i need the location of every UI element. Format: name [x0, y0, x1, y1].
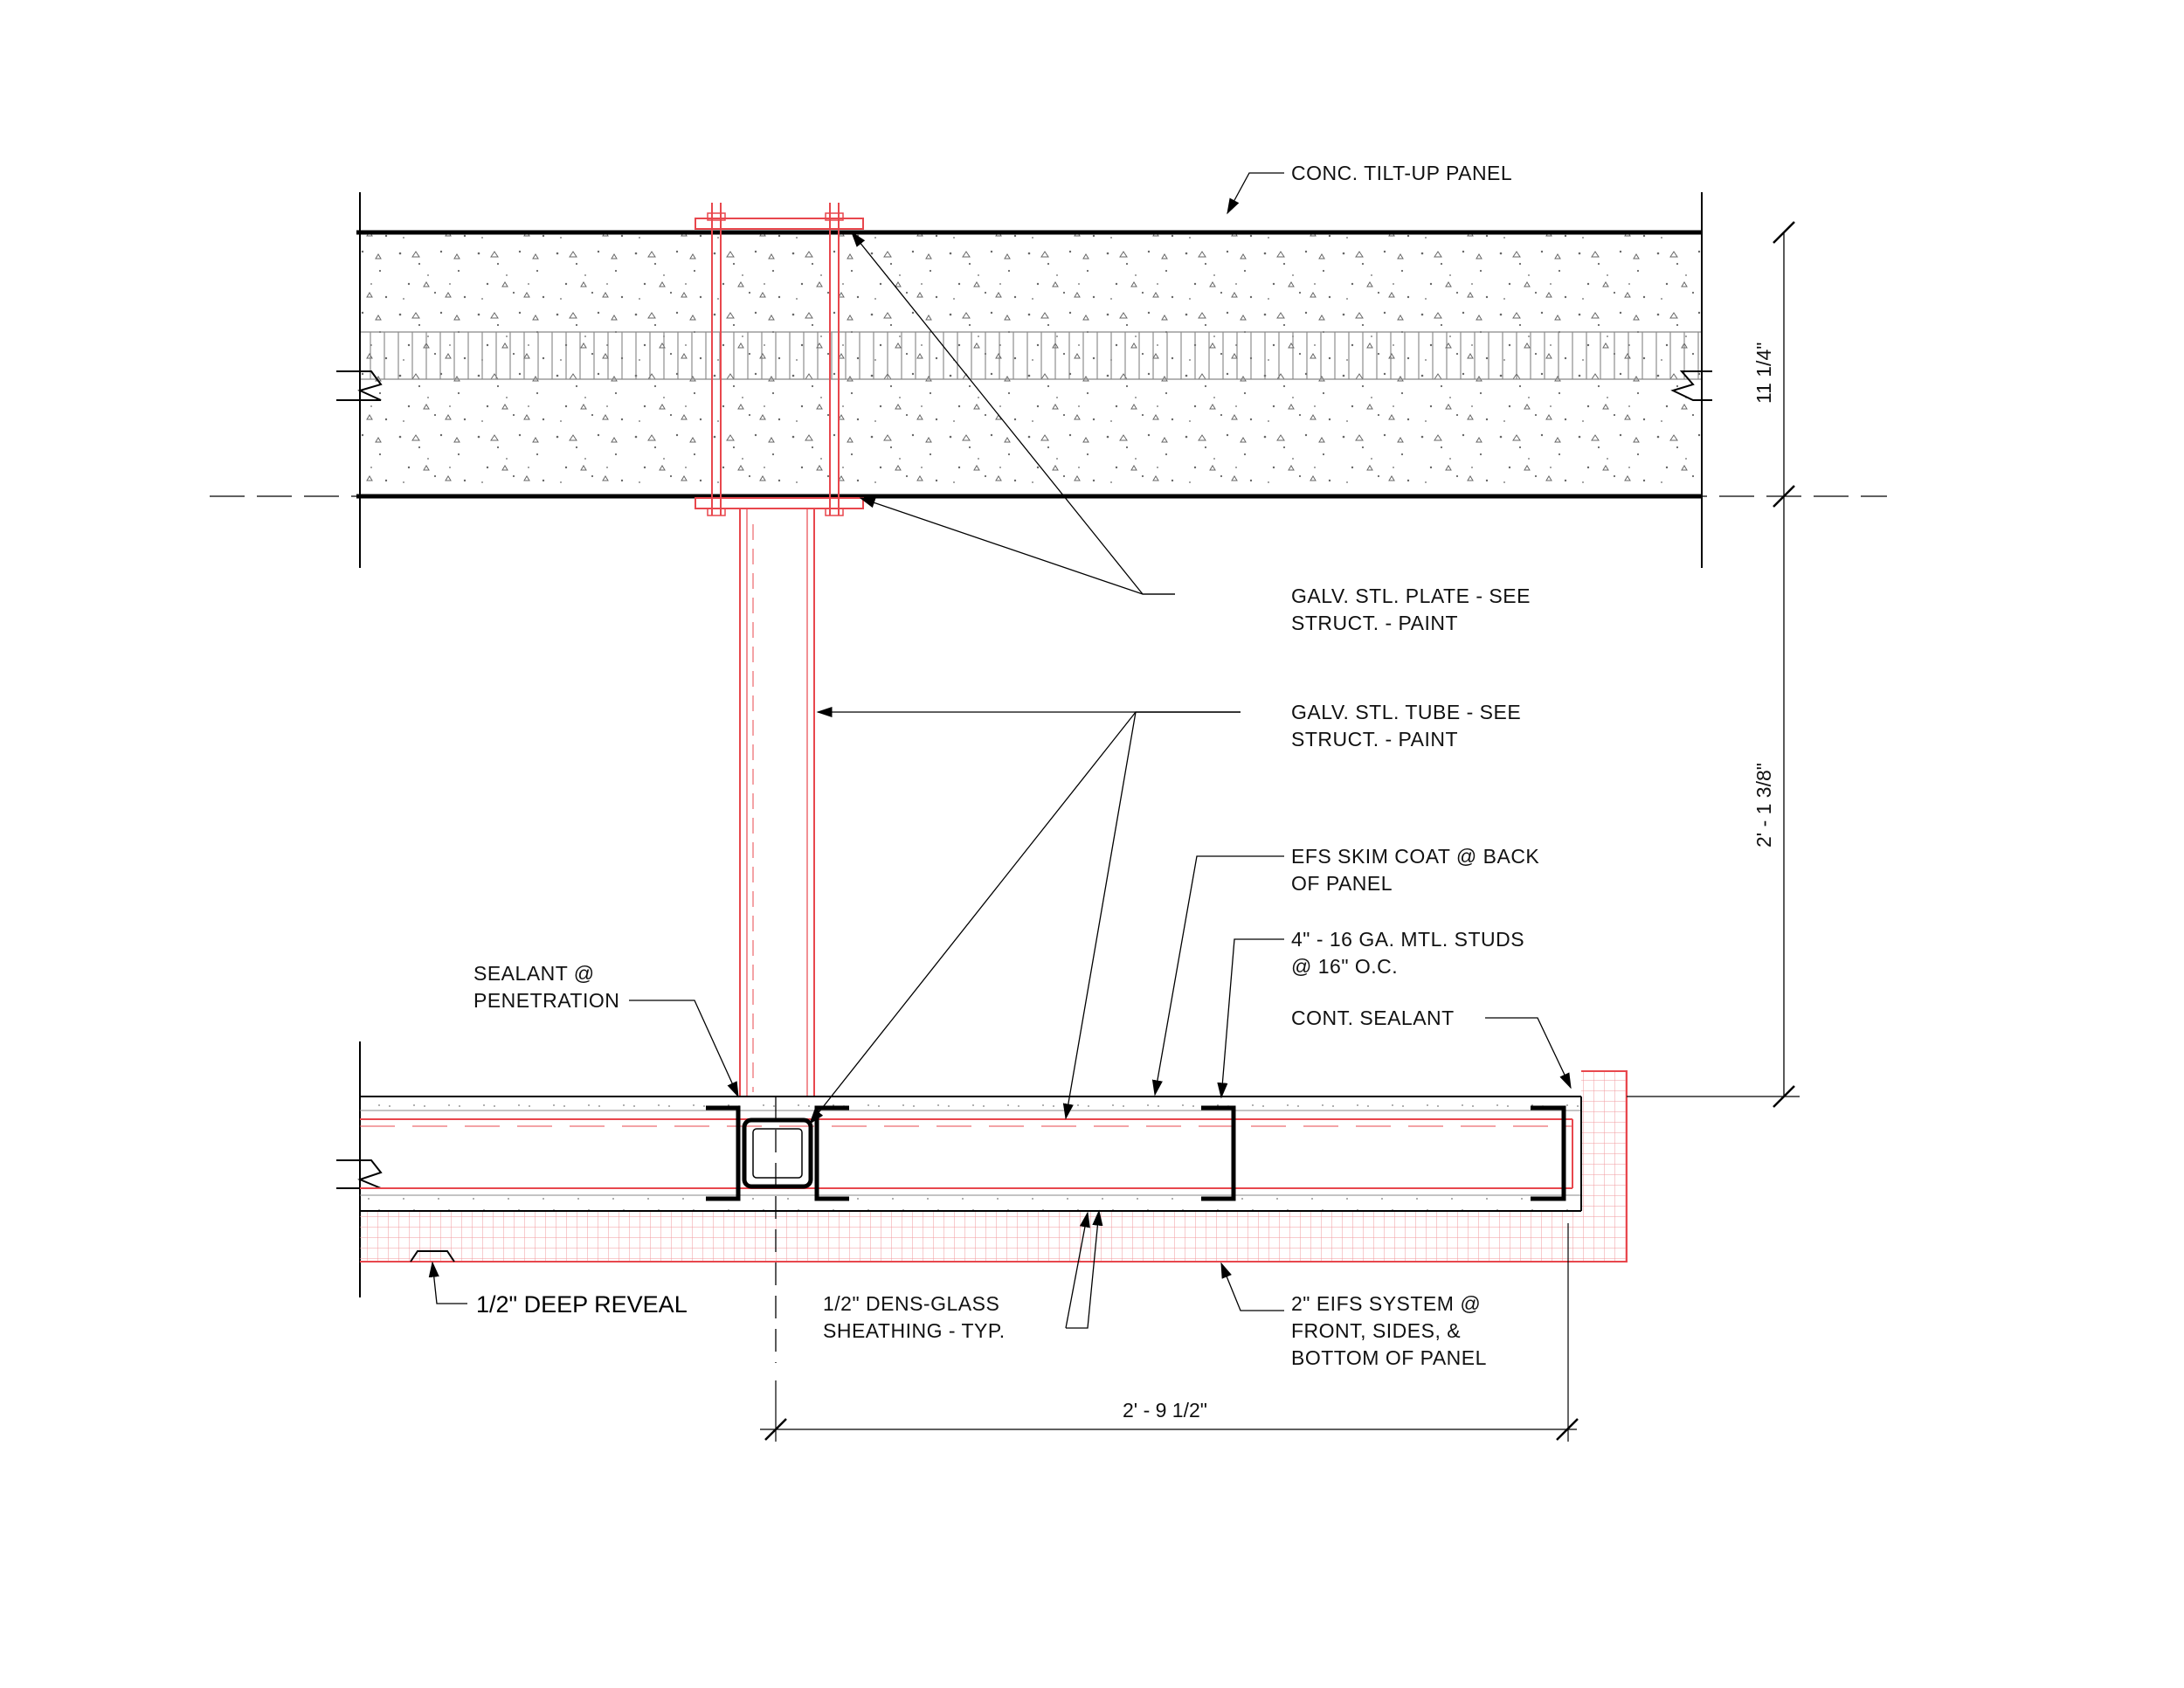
- annotations: CONC. TILT-UP PANEL GALV. STL. PLATE - S…: [473, 162, 1775, 1422]
- label-dens-glass-1: 1/2" DENS-GLASS: [823, 1292, 999, 1315]
- label-dens-glass-2: SHEATHING - TYP.: [823, 1319, 1006, 1342]
- dim-tube-height: 2' - 1 3/8": [1752, 763, 1775, 847]
- leader-lines: [428, 172, 1572, 1329]
- dimension-lines: [760, 221, 1800, 1442]
- tilt-up-panel: [210, 192, 1887, 568]
- label-eifs-1: 2" EIFS SYSTEM @: [1291, 1292, 1481, 1315]
- metal-studs: [706, 1097, 1566, 1363]
- label-deep-reveal: 1/2" DEEP REVEAL: [476, 1291, 688, 1318]
- dim-panel-thickness: 11 1/4": [1752, 342, 1775, 404]
- label-galv-tube-1: GALV. STL. TUBE - SEE: [1291, 701, 1521, 723]
- label-eifs-2: FRONT, SIDES, &: [1291, 1319, 1461, 1342]
- label-studs-2: @ 16" O.C.: [1291, 955, 1398, 978]
- label-sealant-pen-1: SEALANT @: [473, 962, 595, 985]
- label-cont-sealant: CONT. SEALANT: [1291, 1007, 1455, 1029]
- label-efs-skim-1: EFS SKIM COAT @ BACK: [1291, 845, 1539, 868]
- steel-tube: [739, 508, 815, 1097]
- label-tilt-up-panel: CONC. TILT-UP PANEL: [1291, 162, 1512, 184]
- label-galv-plate-2: STRUCT. - PAINT: [1291, 612, 1458, 634]
- label-sealant-pen-2: PENETRATION: [473, 989, 619, 1012]
- label-efs-skim-2: OF PANEL: [1291, 872, 1393, 895]
- label-galv-plate-1: GALV. STL. PLATE - SEE: [1291, 585, 1531, 607]
- eifs-panel: [336, 1041, 1628, 1297]
- label-studs-1: 4" - 16 GA. MTL. STUDS: [1291, 928, 1524, 951]
- label-galv-tube-2: STRUCT. - PAINT: [1291, 728, 1458, 751]
- label-eifs-3: BOTTOM OF PANEL: [1291, 1346, 1487, 1369]
- dim-horizontal: 2' - 9 1/2": [1123, 1399, 1207, 1422]
